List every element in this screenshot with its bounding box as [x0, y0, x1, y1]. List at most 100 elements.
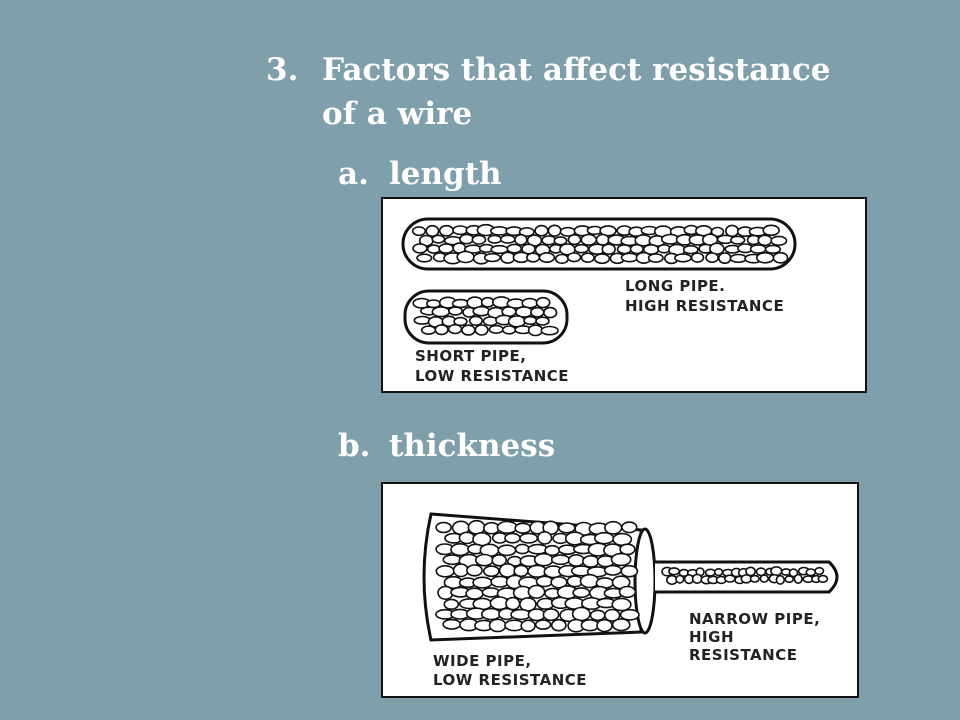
pebble — [416, 253, 433, 263]
pebble — [519, 532, 539, 544]
pebble — [523, 315, 538, 326]
pebble — [527, 324, 544, 337]
pebble — [451, 298, 470, 309]
pebble — [730, 235, 746, 245]
thickness-drawing: NARROW PIPE, HIGH RESISTANCE WIDE PIPE, … — [422, 512, 839, 689]
pebble — [434, 324, 449, 336]
pebble — [757, 234, 773, 247]
pebble — [500, 251, 516, 264]
pebble — [483, 565, 500, 578]
pebble — [793, 573, 803, 584]
pebble — [491, 554, 507, 567]
pebble — [589, 609, 606, 622]
length-illustration: LONG PIPE. HIGH RESISTANCE SHORT PIPE, L… — [381, 197, 867, 393]
pebble — [461, 324, 476, 336]
pebble — [764, 244, 782, 254]
pebble — [452, 563, 469, 578]
pebble — [535, 316, 550, 326]
thickness-illustration: NARROW PIPE, HIGH RESISTANCE WIDE PIPE, … — [381, 482, 859, 698]
pebble — [467, 519, 486, 535]
pebble — [710, 226, 725, 238]
pebble — [553, 236, 568, 246]
short-pipe-caption-2: LOW RESISTANCE — [415, 367, 569, 385]
pebble — [573, 243, 590, 254]
pebble — [471, 234, 487, 245]
pebble — [705, 252, 719, 263]
pebble — [442, 554, 462, 566]
section-title-line1: Factors that affect resistance — [322, 52, 831, 88]
pebble — [474, 324, 489, 336]
wide-pipe-caption-1: WIDE PIPE, — [433, 652, 532, 670]
pebble — [488, 324, 504, 334]
narrow-pipe — [655, 560, 839, 594]
pebble — [499, 234, 516, 244]
pebble — [481, 587, 501, 598]
pebble — [456, 250, 475, 264]
item-b-marker: b. — [338, 428, 371, 464]
pebble — [729, 253, 748, 264]
pebble — [566, 252, 582, 263]
pebble — [567, 233, 582, 246]
pebble — [475, 553, 494, 567]
pebble — [749, 574, 760, 583]
pebble — [526, 252, 541, 263]
pebble — [540, 325, 559, 336]
pebble — [603, 564, 622, 576]
pebble — [458, 531, 476, 545]
pebble — [691, 573, 703, 585]
pebble — [483, 252, 501, 263]
pebble — [538, 251, 556, 263]
pebble — [412, 243, 428, 254]
pebble — [447, 323, 463, 335]
pebble — [713, 567, 724, 577]
pebble — [611, 618, 631, 632]
narrow-pipe-pebbles — [661, 565, 829, 586]
pebble — [690, 252, 705, 263]
pebble — [453, 316, 468, 327]
pebble — [420, 325, 437, 335]
long-pipe-pebbles — [411, 223, 789, 265]
pebble — [784, 575, 795, 584]
pebble — [618, 585, 637, 599]
long-pipe-caption-2: HIGH RESISTANCE — [625, 297, 784, 315]
pebble — [537, 531, 553, 545]
pebble — [571, 606, 591, 622]
narrow-pipe-caption-2: HIGH — [689, 628, 734, 646]
pebble — [770, 235, 788, 246]
pebble — [530, 306, 545, 318]
item-b-label: thickness — [389, 428, 556, 464]
pebble — [550, 554, 571, 566]
pebble — [580, 252, 595, 264]
pebble — [582, 555, 600, 568]
pebble — [621, 521, 638, 534]
pebble — [514, 233, 528, 246]
pebble — [604, 608, 621, 622]
pebble — [527, 584, 546, 599]
pebble — [723, 574, 736, 583]
wide-pipe — [422, 512, 657, 642]
pebble — [452, 225, 469, 236]
pebble — [465, 587, 484, 600]
pebble — [675, 574, 685, 584]
pebble — [431, 234, 446, 244]
pebble — [554, 253, 569, 265]
short-pipe — [403, 289, 569, 345]
pebble — [594, 531, 615, 545]
length-drawing: LONG PIPE. HIGH RESISTANCE SHORT PIPE, L… — [401, 217, 797, 385]
pebble — [547, 224, 562, 237]
pebble — [599, 225, 617, 237]
pebble — [533, 552, 554, 567]
pebble — [543, 306, 558, 319]
pebble — [534, 224, 549, 237]
pebble — [674, 253, 692, 263]
pebble — [501, 325, 517, 335]
pebble — [505, 596, 521, 611]
pebble — [466, 564, 483, 577]
pebble — [817, 574, 829, 583]
wide-pipe-caption-2: LOW RESISTANCE — [433, 671, 587, 689]
pebble — [647, 253, 664, 263]
pebble — [497, 544, 517, 557]
pebble — [749, 244, 767, 254]
pebble — [438, 224, 455, 237]
wide-pipe-pebbles — [435, 519, 640, 633]
